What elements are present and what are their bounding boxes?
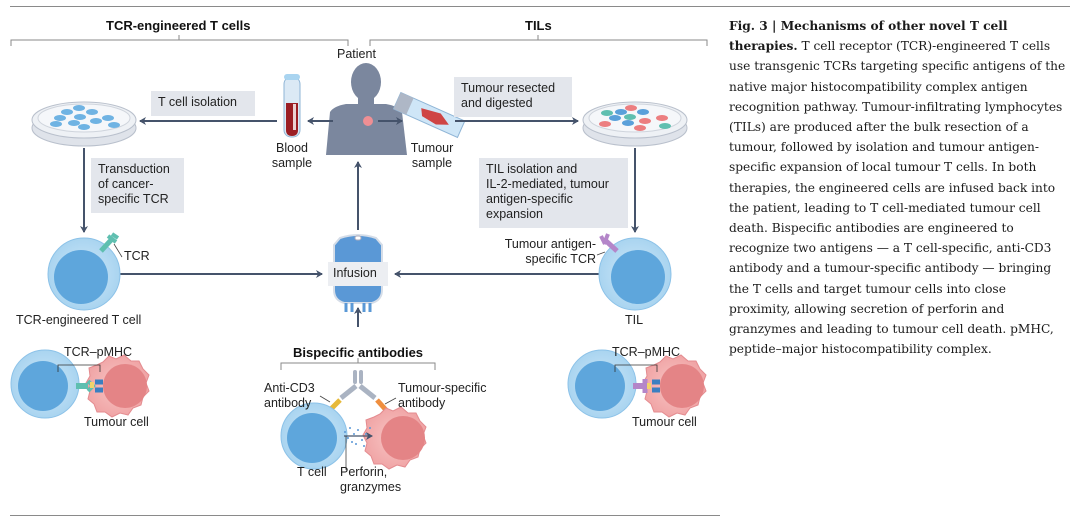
til-cell: [596, 233, 672, 311]
step-til-isolation-line-4: expansion: [486, 207, 543, 221]
perforin-line-2: granzymes: [340, 480, 402, 494]
tumour-cell-right-label: Tumour cell: [632, 415, 697, 429]
patient-label: Patient: [337, 47, 376, 61]
step-transduction-line-3: specific TCR: [98, 192, 169, 206]
perforin-label: Perforin, granzymes: [340, 465, 401, 495]
t-cell-label: T cell: [297, 465, 327, 479]
petri-dish-til: [582, 101, 688, 147]
perforin-granzymes-particles: [344, 427, 373, 470]
flow-arrows: [80, 117, 639, 327]
caption-body: T cell receptor (TCR)-engineered T cells…: [729, 39, 1066, 357]
til-label: TIL: [625, 313, 644, 327]
tumour-sample-line-2: sample: [411, 156, 453, 170]
tumour-ab-line-1: Tumour-specific: [398, 381, 487, 395]
tcr-pmhc-interaction-left: [10, 349, 150, 419]
petri-dish-tcr: [31, 101, 137, 147]
step-til-isolation-line-2: IL-2-mediated, tumour: [486, 177, 609, 191]
blood-sample-line-1: Blood: [276, 141, 308, 155]
section-header-til: TILs: [525, 18, 552, 33]
step-tumour-resected-line-1: Tumour resected: [461, 81, 556, 95]
tumour-antigen-tcr-line-1: Tumour antigen-: [504, 237, 596, 251]
blood-sample-label: Blood sample: [266, 141, 318, 171]
top-rule: [10, 6, 1070, 7]
tumour-sample-line-1: Tumour: [410, 141, 454, 155]
bispecific-tumour-cell: [362, 406, 427, 470]
step-transduction-line-2: of cancer-: [98, 177, 154, 191]
til-bracket: [369, 35, 708, 46]
anti-cd3-line-1: Anti-CD3: [264, 381, 315, 395]
anti-cd3-label: Anti-CD3 antibody: [264, 381, 315, 411]
perforin-line-1: Perforin,: [340, 465, 388, 479]
tcr-pmhc-left-label: TCR–pMHC: [64, 345, 133, 359]
step-til-isolation: TIL isolation and IL-2-mediated, tumour …: [479, 158, 628, 228]
step-transduction-line-1: Transduction: [98, 162, 170, 176]
step-til-isolation-line-3: antigen-specific: [486, 192, 573, 206]
tcr-pmhc-right-label: TCR–pMHC: [612, 345, 681, 359]
anti-cd3-leader: [319, 395, 331, 403]
blood-sample-line-2: sample: [271, 156, 313, 170]
tcr-engineered-t-cell-label: TCR-engineered T cell: [16, 313, 142, 327]
step-tumour-resected: Tumour resected and digested: [454, 77, 572, 117]
step-transduction: Transduction of cancer- specific TCR: [91, 158, 184, 213]
bottom-rule: [10, 515, 720, 516]
figure-caption: Fig. 3 | Mechanisms of other novel T cel…: [729, 16, 1069, 359]
tumour-slide: [392, 91, 466, 139]
bispecific-t-cell: [280, 402, 348, 470]
tumour-antigen-specific-tcr-label: Tumour antigen- specific TCR: [480, 237, 596, 267]
patient-silhouette: [326, 63, 407, 155]
tumour-ab-line-2: antibody: [398, 396, 446, 410]
step-til-isolation-line-1: TIL isolation and: [486, 162, 578, 176]
section-header-bispecific: Bispecific antibodies: [293, 345, 424, 360]
section-header-tcr: TCR-engineered T cells: [106, 18, 251, 33]
step-infusion: Infusion: [328, 262, 388, 286]
tcr-engineered-t-cell: [47, 232, 123, 311]
step-t-cell-isolation: T cell isolation: [151, 91, 255, 116]
tcr-pmhc-interaction-right: [567, 349, 707, 419]
tumour-ab-leader: [384, 397, 397, 405]
bispecific-bracket: [280, 358, 436, 370]
blood-tube: [283, 74, 301, 138]
tumour-sample-label: Tumour sample: [404, 141, 460, 171]
caption-title: Fig. 3 | Mechanisms of other novel T cel…: [729, 19, 1008, 54]
tcr-bracket: [10, 35, 349, 46]
tumour-specific-ab-label: Tumour-specific antibody: [398, 381, 486, 411]
anti-cd3-line-2: antibody: [264, 396, 312, 410]
patient-bracket: [347, 40, 371, 46]
step-tumour-resected-line-2: and digested: [461, 96, 533, 110]
tcr-label: TCR: [124, 249, 150, 263]
tumour-cell-left-label: Tumour cell: [84, 415, 149, 429]
tumour-antigen-tcr-line-2: specific TCR: [525, 252, 596, 266]
